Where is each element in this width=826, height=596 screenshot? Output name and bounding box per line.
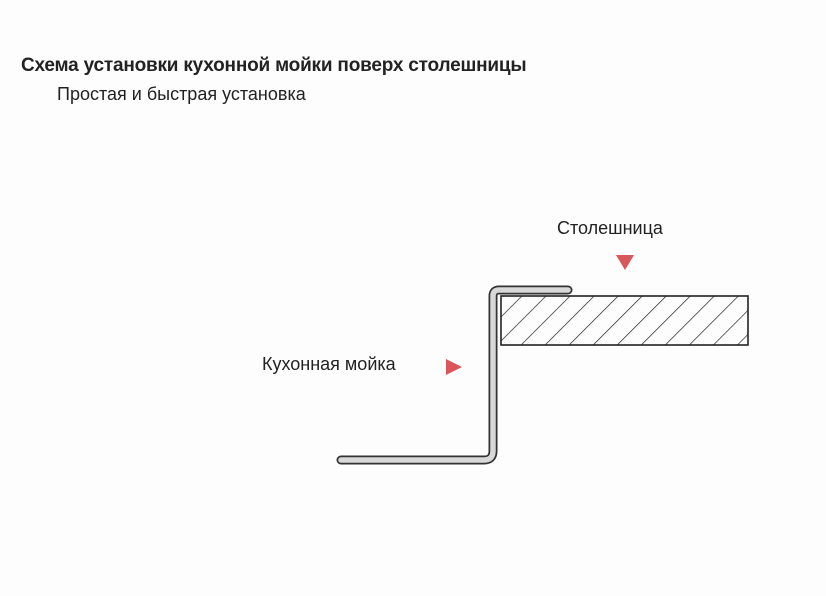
- countertop: [500, 295, 749, 346]
- sink-arrow-icon: [446, 359, 462, 375]
- countertop-arrow-icon: [616, 255, 634, 270]
- sink-label: Кухонная мойка: [262, 354, 396, 374]
- countertop-label: Столешница: [557, 218, 663, 238]
- diagram-title: Схема установки кухонной мойки поверх ст…: [21, 55, 527, 76]
- sink-profile: [336, 285, 573, 465]
- diagram-subtitle: Простая и быстрая установка: [57, 84, 306, 104]
